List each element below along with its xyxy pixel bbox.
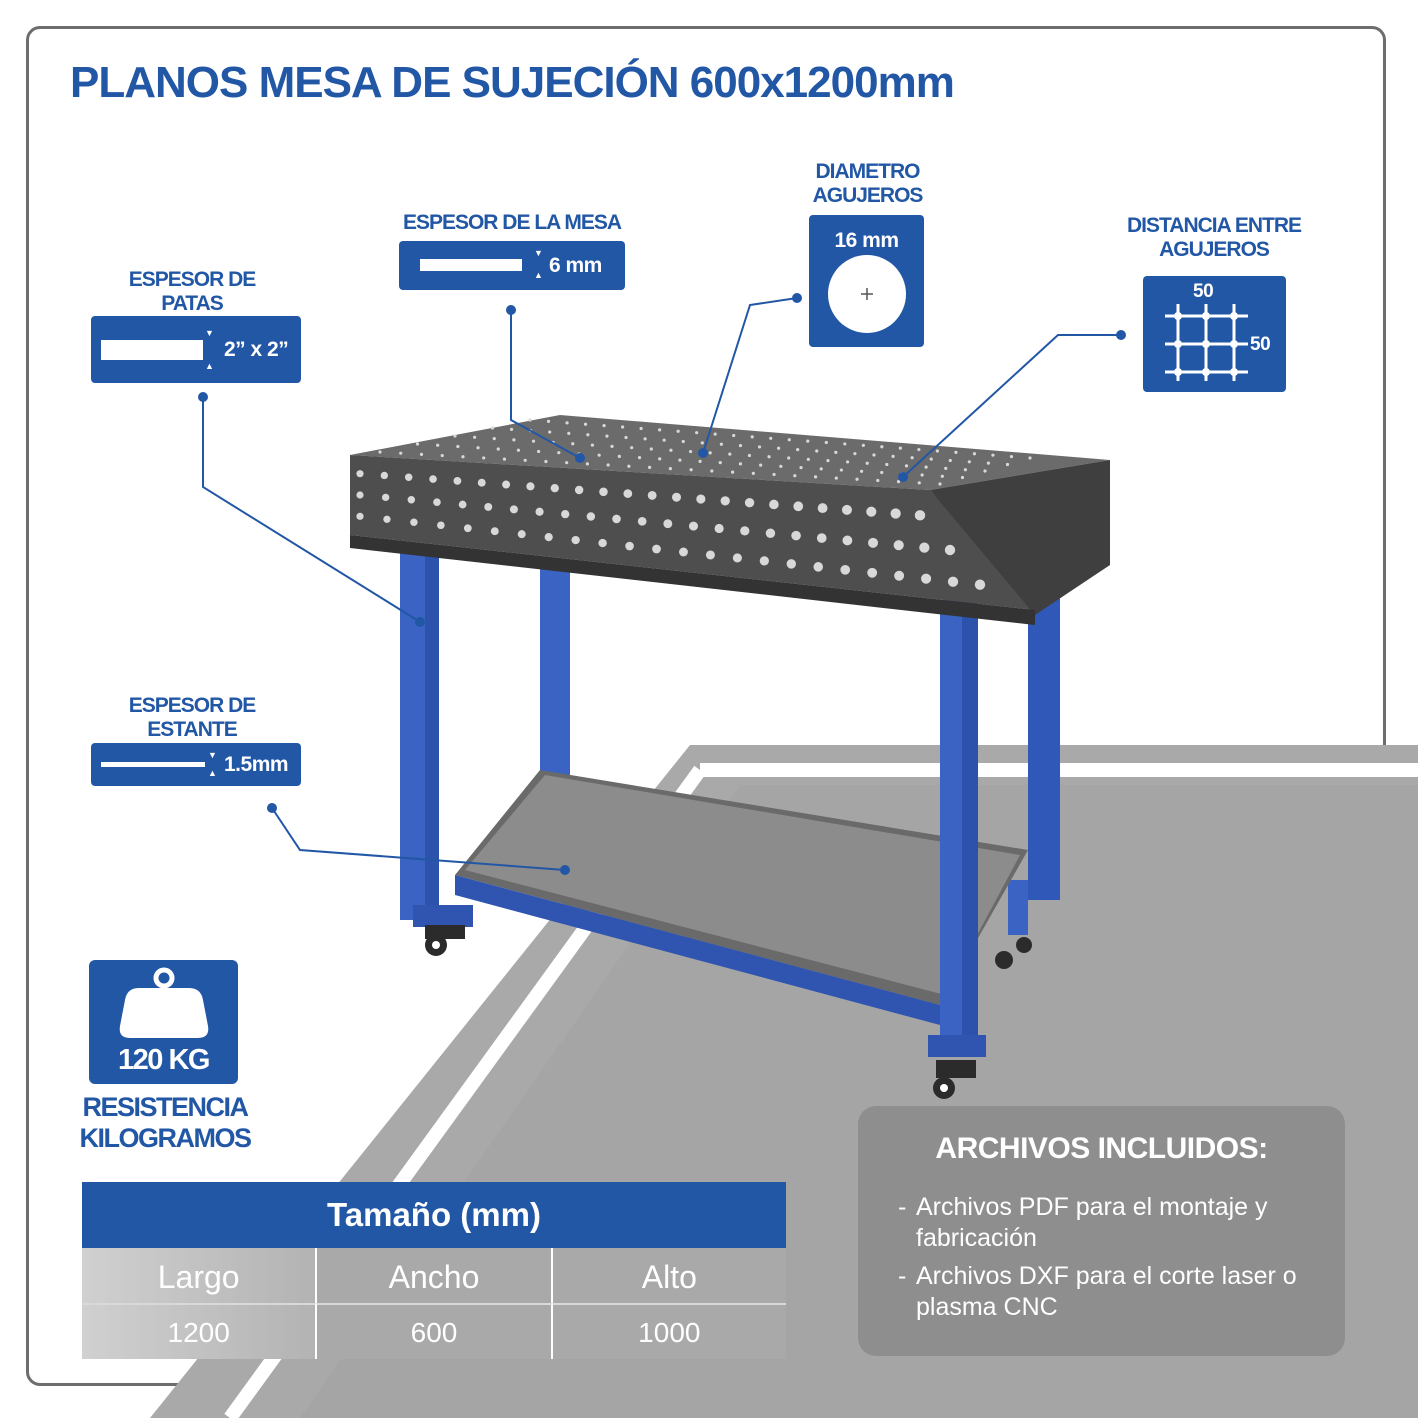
weight-caption: RESISTENCIA KILOGRAMOS — [70, 1092, 260, 1154]
arrow-up-icon: ▲ — [534, 270, 543, 280]
shelf-label-line1: ESPESOR DE — [128, 694, 257, 717]
legs-value: 2” x 2” — [224, 338, 289, 361]
legs-label-line2: PATAS — [161, 292, 224, 315]
list-item: Archivos PDF para el montaje y fabricaci… — [898, 1192, 1318, 1254]
size-table-header-row: Largo Ancho Alto — [82, 1248, 786, 1303]
legs-label: ESPESOR DE PATAS — [110, 268, 274, 316]
holes-leader-line — [702, 297, 798, 454]
legs-leader-line — [202, 397, 421, 623]
table-front-side — [350, 455, 1035, 610]
grid-icon — [1165, 304, 1248, 381]
weight-value: 120 KG — [118, 1044, 210, 1076]
shelf-thickness-badge: ▼ ▲ 1.5mm — [91, 743, 301, 786]
shelf-value: 1.5mm — [224, 753, 289, 776]
table-top-thickness-badge: ▼ ▲ 6 mm — [399, 241, 625, 290]
holes-label-line2: AGUJEROS — [812, 184, 924, 207]
included-files-list: Archivos PDF para el montaje y fabricaci… — [898, 1192, 1318, 1330]
weight-icon — [119, 967, 209, 1038]
weight-caption-line1: RESISTENCIA — [82, 1092, 249, 1122]
shelf-label: ESPESOR DE ESTANTE — [110, 694, 274, 742]
value-largo: 1200 — [82, 1303, 318, 1359]
spacing-label-line1: DISTANCIA ENTRE — [1127, 214, 1302, 237]
arrow-up-icon: ▲ — [208, 768, 217, 778]
holes-value: 16 mm — [834, 229, 899, 252]
included-files-heading: ARCHIVOS INCLUIDOS: — [935, 1132, 1268, 1165]
table-top-value: 6 mm — [549, 254, 602, 277]
spacing-leader-line — [902, 334, 1121, 478]
spacing-label: DISTANCIA ENTRE AGUJEROS — [1114, 214, 1314, 262]
fixture-holes — [356, 418, 1032, 590]
spacing-value-top: 50 — [1193, 281, 1214, 302]
arrow-down-icon: ▼ — [534, 248, 543, 258]
table-right-side — [930, 460, 1110, 615]
column-header-ancho: Ancho — [317, 1248, 553, 1303]
spacing-label-line2: AGUJEROS — [1159, 238, 1270, 261]
value-alto: 1000 — [552, 1303, 786, 1359]
arrow-up-icon: ▲ — [205, 361, 214, 371]
table-top-label: ESPESOR DE LA MESA — [402, 211, 622, 234]
hole-diameter-badge: 16 mm — [809, 215, 924, 347]
shelf-profile-icon — [101, 762, 205, 767]
legs-label-line1: ESPESOR DE — [128, 268, 257, 291]
list-item: Archivos DXF para el corte laser o plasm… — [898, 1261, 1318, 1323]
holes-label-line1: DIAMETRO — [815, 160, 921, 183]
arrow-down-icon: ▼ — [205, 328, 214, 338]
column-header-alto: Alto — [552, 1248, 786, 1303]
leg-profile-icon — [101, 340, 203, 360]
shelf-label-line2: ESTANTE — [147, 718, 237, 741]
legs-thickness-badge: ▼ ▲ 2” x 2” — [91, 316, 301, 383]
top-leader-line — [510, 310, 581, 459]
page-title: PLANOS MESA DE SUJECIÓN 600x1200mm — [70, 58, 955, 107]
weight-caption-line2: KILOGRAMOS — [79, 1123, 253, 1153]
spacing-value-right: 50 — [1250, 334, 1271, 355]
size-table-heading: Tamaño (mm) — [82, 1182, 786, 1248]
size-table-value-row: 1200 600 1000 — [82, 1303, 786, 1359]
arrow-down-icon: ▼ — [208, 750, 217, 760]
holes-label: DIAMETRO AGUJEROS — [795, 160, 940, 208]
value-ancho: 600 — [317, 1303, 553, 1359]
back-leg-left — [540, 560, 570, 800]
table-top-surface — [350, 415, 1110, 490]
size-table: Tamaño (mm) Largo Ancho Alto 1200 600 10… — [82, 1182, 786, 1359]
shelf-leader-line — [271, 807, 566, 871]
included-files-panel: ARCHIVOS INCLUIDOS: Archivos PDF para el… — [858, 1106, 1345, 1356]
weight-badge: 120 KG — [89, 960, 238, 1084]
column-header-largo: Largo — [82, 1248, 318, 1303]
plate-profile-icon — [420, 259, 522, 271]
hole-spacing-badge: 50 50 — [1143, 276, 1286, 392]
hole-circle-icon — [828, 255, 906, 333]
